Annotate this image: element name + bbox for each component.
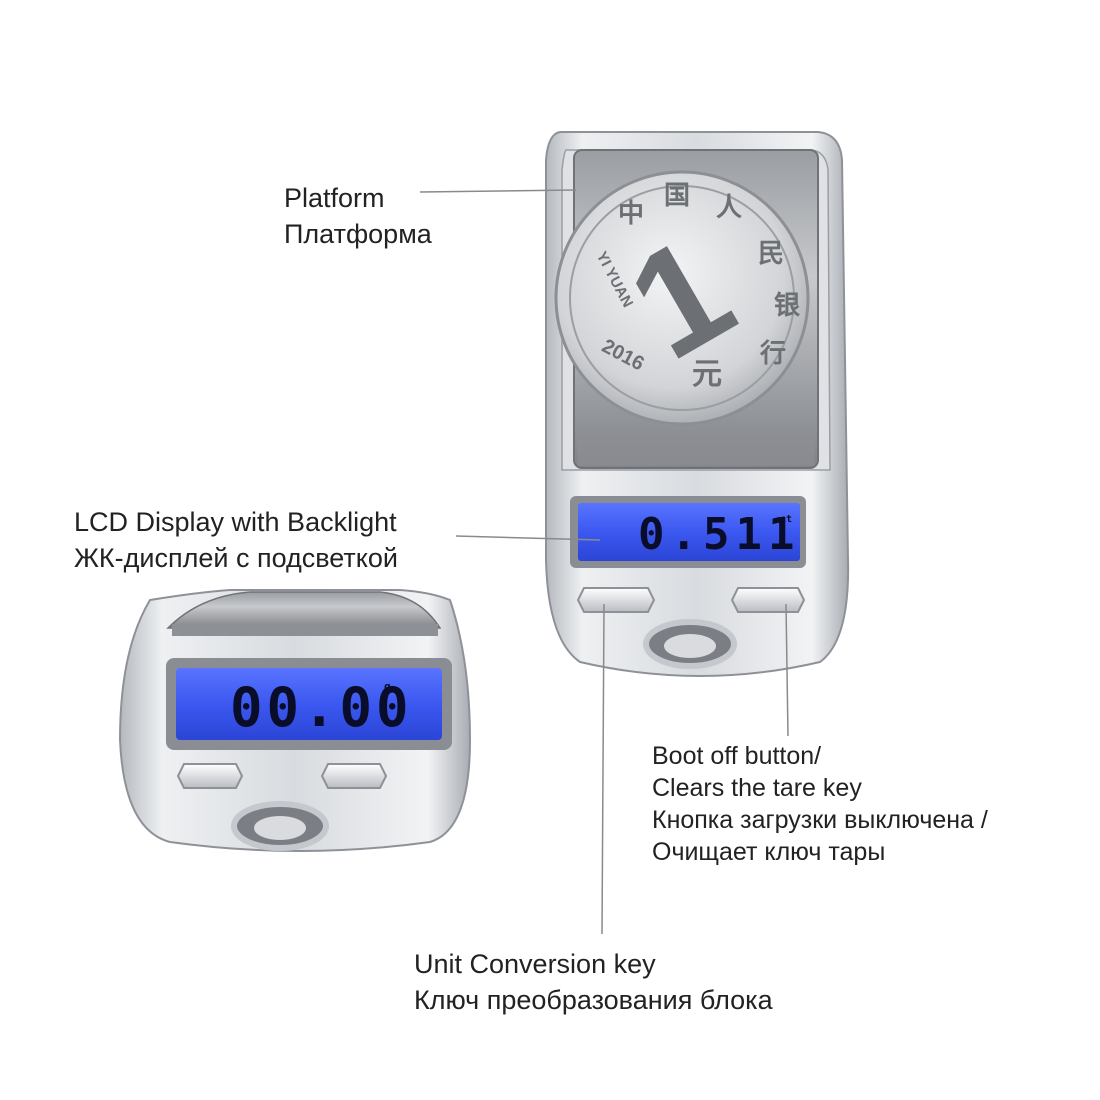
boot-label-en2: Clears the tare key [652,774,862,802]
main-scale: 中 国 人 民 银 行 元 2016 YI YUAN 1 0.511 ct [545,131,850,677]
unit-leader [601,603,605,935]
coin-char-1: 国 [664,180,690,210]
inset-unit-button[interactable] [176,763,244,789]
platform-label-en: Platform [284,183,385,213]
inset-scale: 00.00 g [118,589,472,852]
coin-char-5: 行 [759,338,786,368]
main-lcd-screen [578,503,800,561]
boot-label: Boot off button/ Clears the tare key Кно… [652,740,988,868]
coin-char-4: 银 [774,290,801,320]
coin-char-2: 人 [716,192,742,222]
inset-lcd-reading: 00.00 [230,676,413,739]
lcd-leader [455,535,601,541]
main-lcd-reading: 0.511 [638,509,800,560]
unit-label-en: Unit Conversion key [414,949,656,979]
unit-label-ru: Ключ преобразования блока [414,985,773,1015]
coin-char-3: 民 [758,238,784,268]
lcd-label: LCD Display with Backlight ЖК-дисплей с … [74,504,398,576]
main-lcd-unit: ct [780,514,792,525]
inset-lcd-screen [176,668,442,740]
boot-leader [785,603,789,737]
lcd-label-ru: ЖК-дисплей с подсветкой [74,543,398,573]
boot-label-ru1: Кнопка загрузки выключена / [652,806,988,834]
coin-char-0: 中 [618,198,644,228]
platform-leader [419,189,577,193]
leader-lines [419,189,789,935]
boot-label-en1: Boot off button/ [652,742,822,770]
platform-label: Platform Платформа [284,180,432,252]
unit-label: Unit Conversion key Ключ преобразования … [414,946,773,1018]
inset-lcd-unit: g [384,680,391,693]
lcd-label-en: LCD Display with Backlight [74,507,397,537]
unit-conversion-button[interactable] [576,587,656,613]
inset-tare-button[interactable] [320,763,388,789]
coin-denomination: 元 [692,358,722,391]
tare-power-button[interactable] [730,587,806,613]
boot-label-ru2: Очищает ключ тары [652,838,886,866]
platform-label-ru: Платформа [284,219,432,249]
coin: 中 国 人 民 银 行 元 2016 YI YUAN 1 [554,170,810,426]
